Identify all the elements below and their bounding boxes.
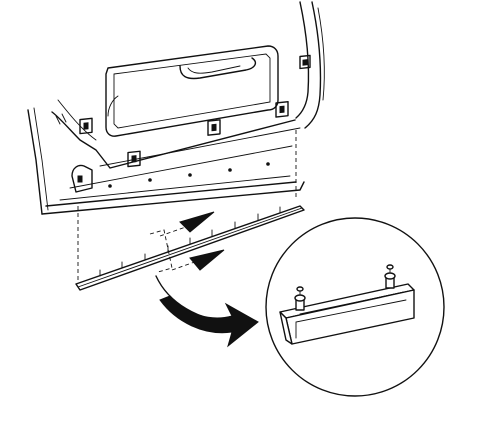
access-hole-4 — [275, 101, 289, 118]
door-bottom-lip — [45, 181, 297, 207]
molding-top-edge — [299, 291, 405, 315]
door-panel — [27, 1, 325, 215]
arrow-right-icon — [159, 211, 215, 237]
molding-strip-edge — [77, 207, 303, 288]
alignment-lines — [77, 130, 297, 280]
detail-magnifier — [265, 217, 445, 397]
clip-icon — [294, 286, 306, 311]
door-contour — [57, 99, 97, 141]
door-bottom-line — [59, 175, 291, 201]
door-outer-edge-right — [304, 1, 322, 129]
access-hole-2 — [127, 150, 141, 168]
door-bottom-edge — [41, 181, 305, 215]
window-inner-frame — [113, 53, 271, 129]
arrow-right-icon — [171, 249, 225, 271]
molding-channel — [295, 299, 407, 339]
cutout-notch — [77, 175, 83, 183]
handle-recess — [179, 57, 257, 80]
clip-icon — [384, 264, 396, 289]
molding-strip — [75, 205, 305, 291]
detail-callout-box — [149, 229, 173, 273]
access-hole-5 — [299, 54, 311, 70]
door-clip-holes — [108, 162, 270, 188]
molding-strip-body — [75, 205, 305, 291]
access-hole-1 — [79, 117, 93, 135]
molding-clips — [99, 206, 281, 277]
door-lower-cutout — [71, 164, 93, 193]
door-inner-edge-right — [295, 1, 310, 119]
window-opening — [105, 45, 279, 137]
door-inner-panel-line — [51, 111, 296, 169]
door-outer-edge-left — [27, 109, 43, 215]
door-inner-edge-left — [33, 107, 49, 211]
door-lower-rail-2 — [69, 145, 293, 189]
door-edge-detail — [317, 7, 325, 101]
panel-detail-left — [55, 113, 67, 125]
access-hole-3 — [207, 119, 221, 136]
handle-recess-inner — [187, 65, 241, 74]
window-trim-curve — [107, 95, 119, 117]
molding-section-detail — [279, 283, 415, 345]
curved-arrow-icon — [155, 275, 259, 348]
